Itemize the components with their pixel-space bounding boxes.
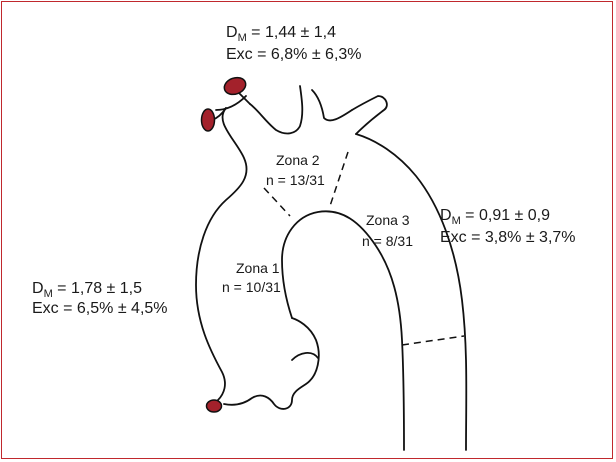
zona1-title: Zona 1 xyxy=(236,260,280,276)
top-dm-label: DM = 1,44 ± 1,4 xyxy=(226,24,336,44)
zona2-count: n = 13/31 xyxy=(266,172,325,188)
aorta-root-bulge xyxy=(292,353,318,360)
zone3-distal-boundary xyxy=(402,336,464,345)
top-exc-label: Exc = 6,8% ± 6,3% xyxy=(226,46,362,63)
zone1-2-boundary xyxy=(264,188,290,216)
zona3-count: n = 8/31 xyxy=(362,233,413,249)
right-exc-label: Exc = 3,8% ± 3,7% xyxy=(440,229,576,246)
branch-left-carotid-b xyxy=(250,86,302,133)
zona2-title: Zona 2 xyxy=(276,152,320,168)
aorta-outer-wall-left xyxy=(196,108,247,400)
left-dm-label: DM = 1,78 ± 1,5 xyxy=(32,280,142,300)
zona3-title: Zona 3 xyxy=(366,212,410,228)
branch-left-subclavian xyxy=(352,96,387,134)
aorta-outer-wall-descending xyxy=(356,134,466,450)
left-exc-label: Exc = 6,5% ± 4,5% xyxy=(32,300,168,317)
right-dm-label: DM = 0,91 ± 0,9 xyxy=(440,207,550,227)
branch-left-carotid-a xyxy=(312,90,352,120)
ostium-innominate xyxy=(222,75,248,98)
zona1-count: n = 10/31 xyxy=(222,279,281,295)
branch-innominate-c xyxy=(216,96,246,110)
aorta-root-bottom xyxy=(224,318,319,409)
ostium-coronary xyxy=(207,400,222,412)
zone2-3-boundary xyxy=(330,152,348,206)
ostium-right-subclavian xyxy=(202,109,215,131)
